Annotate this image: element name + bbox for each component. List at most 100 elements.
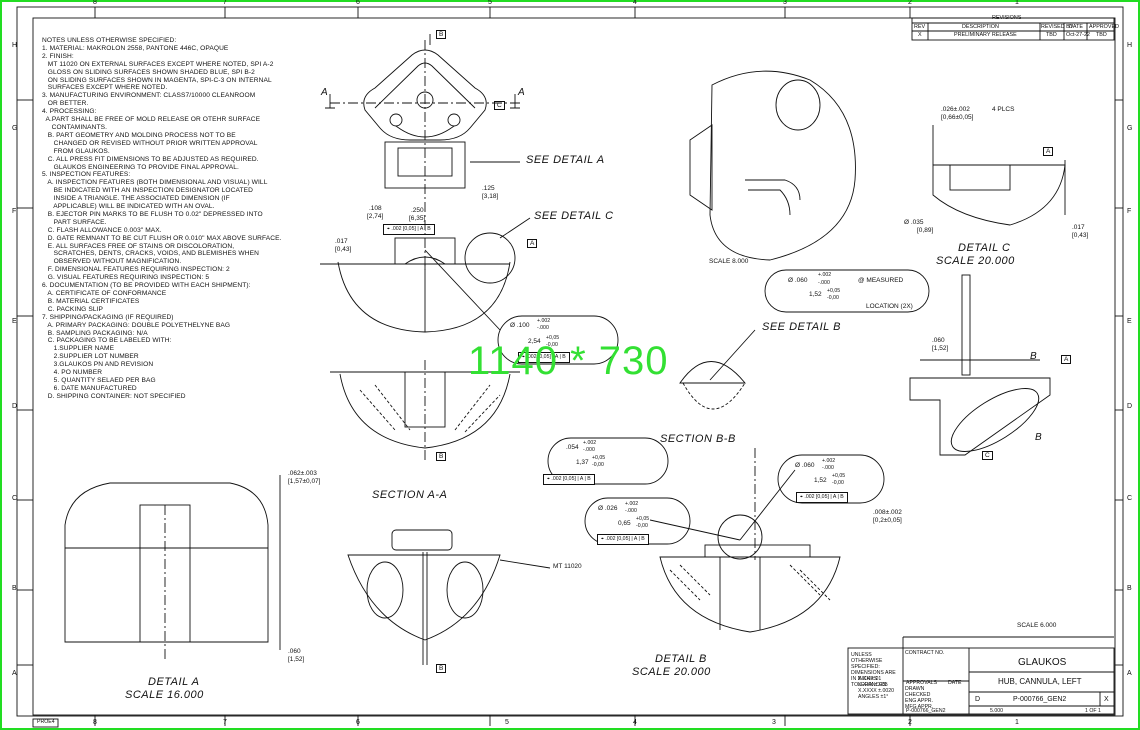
zone-ticks <box>17 7 1123 726</box>
oval-060b <box>777 454 885 504</box>
note-line: 7. SHIPPING/PACKAGING (IF REQUIRED) <box>42 313 174 321</box>
detail-b-circle <box>679 361 746 410</box>
dim-035: Ø .035 <box>904 219 924 226</box>
detail-b-title: DETAIL B <box>655 653 707 665</box>
oval-060-tol-minus: -.000 <box>818 280 830 286</box>
detail-a <box>64 475 281 660</box>
note-line: MT 11020 ON EXTERNAL SURFACES EXCEPT WHE… <box>42 60 274 68</box>
oval-060b-tol-minus: -.000 <box>822 465 834 471</box>
fcf-oval-100: ⌖ .002 [0,05] | A | B <box>518 352 570 363</box>
title-block-scale: 5.000 <box>990 708 1003 714</box>
dim-125: .125 <box>482 185 495 192</box>
dim-062-metric: [1,57±0,07] <box>288 478 321 485</box>
note-line: 1.SUPPLIER NAME <box>42 345 115 353</box>
note-line: CONTAMINANTS. <box>42 123 108 131</box>
oval-054-metric: 1,37 <box>576 459 589 466</box>
zone-bottom-7: 7 <box>223 719 227 726</box>
dim-026: .026±.002 <box>941 106 970 113</box>
section-a-a <box>330 360 520 460</box>
revision-table-grid <box>911 17 1115 41</box>
zone-bottom-5: 5 <box>505 719 509 726</box>
tol-line-2: X.XXX ±.005 <box>858 682 888 688</box>
oval-060-top <box>764 269 930 313</box>
tol-line-4: ANGLES ±1° <box>858 694 889 700</box>
detail-c <box>932 125 1066 226</box>
dim-4-places: 4 PLCS <box>992 106 1015 113</box>
datum-a: A <box>527 239 538 248</box>
datum-b-section: B <box>436 452 447 461</box>
fcf-ref-a: A <box>579 476 584 482</box>
note-line: OBSERVED WITHOUT MAGNIFICATION. <box>42 258 182 266</box>
note-line: FROM GLAUKOS. <box>42 147 110 155</box>
dim-026-metric: [0,66±0,05] <box>941 114 974 121</box>
note-line: BE INDICATED WITH AN INSPECTION DESIGNAT… <box>42 187 254 195</box>
mt11020-label: MT 11020 <box>553 563 582 570</box>
note-line: 4. PROCESSING: <box>42 108 97 116</box>
contract-label: CONTRACT NO. <box>905 650 945 656</box>
sheet-number: 1 OF 1 <box>1085 708 1101 714</box>
fcf-ref-b: B <box>562 354 566 360</box>
zone-right-b: B <box>1127 585 1132 592</box>
company-name: GLAUKOS <box>1018 657 1067 668</box>
inner-border <box>32 17 1116 716</box>
general-notes: NOTES UNLESS OTHERWISE SPECIFIED: 1. MAT… <box>42 37 297 401</box>
dim-060a: .060 <box>288 648 301 655</box>
fcf-value: .002 [0,05] <box>551 476 576 482</box>
fcf-oval-054: ⌖ .002 [0,05] | A | B <box>543 474 595 485</box>
note-line: B. MATERIAL CERTIFICATES <box>42 297 140 305</box>
section-b-arrow-bottom: B <box>1035 432 1042 443</box>
front-view <box>325 34 520 270</box>
tol-line-3: X.XXXX ±.0020 <box>858 688 895 694</box>
dim-060a-metric: [1,52] <box>288 656 305 663</box>
oval-060-nominal: Ø .060 <box>788 277 808 284</box>
fcf-value: .002 [0,05] <box>526 354 551 360</box>
section-a-arrow-right: A <box>518 87 525 98</box>
dim-060-side-metric: [1,52] <box>932 345 949 352</box>
zone-bottom-6: 6 <box>356 719 360 726</box>
zone-top-8: 8 <box>93 0 97 6</box>
see-detail-b-label: SEE DETAIL B <box>762 321 841 333</box>
dim-060-side: .060 <box>932 337 945 344</box>
exterior-cup-view <box>347 529 501 665</box>
notes-title: NOTES UNLESS OTHERWISE SPECIFIED: <box>42 37 177 44</box>
oval-060b-mtol-minus: -0,00 <box>832 480 844 486</box>
rev-row-description: PRELIMINARY RELEASE <box>954 32 1017 38</box>
rev-row-approved: TBD <box>1096 32 1107 38</box>
section-a-arrow-left: A <box>321 87 328 98</box>
rev-row-rev: X <box>918 32 922 38</box>
zone-left-b: B <box>12 585 17 592</box>
datum-b-top: B <box>436 30 447 39</box>
rev-row-revised-by: TBD <box>1046 32 1057 38</box>
oval-054-mtol-plus: +0,05 <box>592 455 606 461</box>
note-line: F. DIMENSIONAL FEATURES REQUIRING INSPEC… <box>42 266 230 274</box>
note-line: D. GATE REMNANT TO BE CUT FLUSH OR 0.010… <box>42 234 282 242</box>
dim-017c: .017 <box>1072 224 1085 231</box>
zone-right-d: D <box>1127 403 1133 410</box>
oval-100-mtol-minus: -0,00 <box>546 342 558 348</box>
dim-035-metric: [0,89] <box>917 227 934 234</box>
fcf-ref-b: B <box>840 494 844 500</box>
dim-017c-metric: [0,43] <box>1072 232 1089 239</box>
oval-026-mtol-plus: +0,05 <box>636 516 650 522</box>
oval-100-nominal: Ø .100 <box>510 322 530 329</box>
note-line: A. CERTIFICATE OF CONFORMANCE <box>42 290 167 297</box>
note-line: SURFACES EXCEPT WHERE NOTED. <box>42 84 168 92</box>
zone-bottom-2: 2 <box>908 719 912 726</box>
zone-right-h: H <box>1127 42 1133 49</box>
oval-060-tol-plus: +.002 <box>818 272 832 278</box>
note-line: 6. DOCUMENTATION (TO BE PROVIDED WITH EA… <box>42 282 251 290</box>
oval-026-metric: 0,65 <box>618 520 631 527</box>
oval-100-mtol-plus: +0,05 <box>546 335 560 341</box>
zone-left-f: F <box>12 208 17 215</box>
note-line: B. PART GEOMETRY AND MOLDING PROCESS NOT… <box>42 131 236 139</box>
note-line: SCRATCHES, DENTS, CRACKS, VOIDS, AND BLE… <box>42 250 259 258</box>
dim-008-metric: [0,2±0,05] <box>873 517 902 524</box>
approval-drawn: DRAWN <box>905 686 925 692</box>
note-line: A. INSPECTION FEATURES (BOTH DIMENSIONAL… <box>42 179 268 187</box>
approval-checked: CHECKED <box>905 692 931 698</box>
isometric-view <box>689 70 856 261</box>
proe-tag: PROE4 <box>37 719 55 725</box>
zone-top-3: 3 <box>783 0 787 6</box>
file-name: P-000766_GEN2 <box>906 708 946 714</box>
